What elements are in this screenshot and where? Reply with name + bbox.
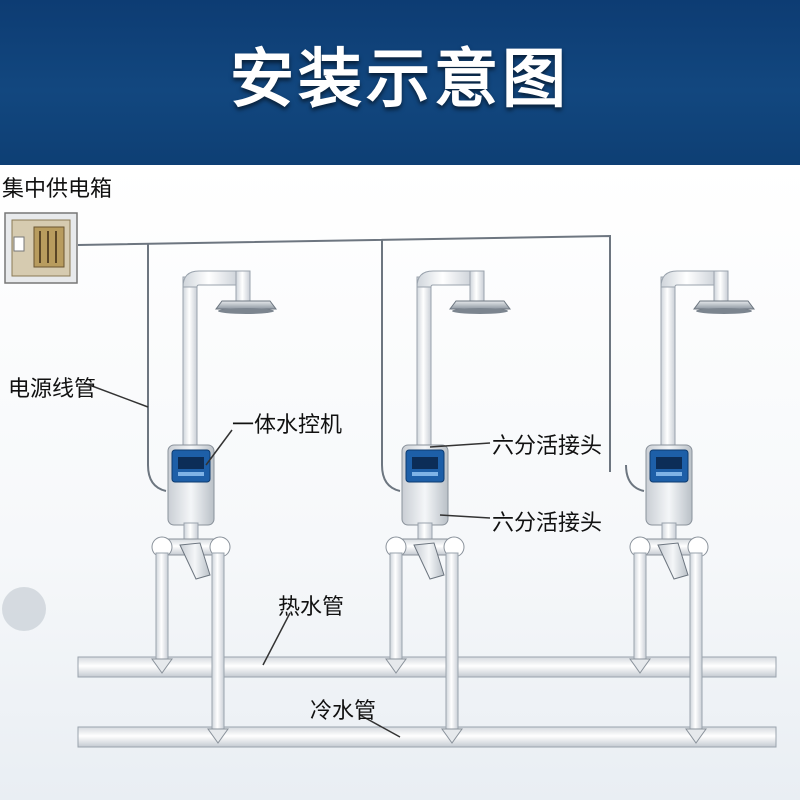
title-banner: 安装示意图 <box>0 0 800 165</box>
mixing-valve <box>385 536 465 580</box>
water-controller <box>401 444 449 526</box>
power-conduit <box>77 234 611 472</box>
shower-head <box>449 300 511 314</box>
mixing-valve <box>629 536 709 580</box>
station-1 <box>147 270 277 744</box>
hot-water-pipe <box>77 656 777 678</box>
water-controller <box>167 444 215 526</box>
stations-group <box>147 270 755 744</box>
station-3 <box>625 270 755 744</box>
mixing-valve <box>151 536 231 580</box>
cold-water-pipe <box>77 726 777 748</box>
water-controller <box>645 444 693 526</box>
leader-lines <box>83 382 491 738</box>
union-bottom-label: 六分活接头 <box>492 511 603 536</box>
power-box <box>4 212 78 284</box>
cold-pipe-label: 冷水管 <box>310 699 377 724</box>
page-title: 安装示意图 <box>230 42 570 117</box>
diagram-area: 集中供电箱 电源线管 一体水控机 六分活接头 六分活接头 热水管 冷水管 <box>0 165 800 800</box>
decor-circle <box>2 587 46 631</box>
station-2 <box>381 270 511 744</box>
union-top-label: 六分活接头 <box>492 434 603 459</box>
power-box-label: 集中供电箱 <box>2 177 113 202</box>
controller-label: 一体水控机 <box>232 413 343 438</box>
shower-head <box>215 300 277 314</box>
hot-pipe-label: 热水管 <box>278 595 345 620</box>
power-conduit-label: 电源线管 <box>8 377 97 402</box>
schematic <box>2 212 777 748</box>
shower-head <box>693 300 755 314</box>
